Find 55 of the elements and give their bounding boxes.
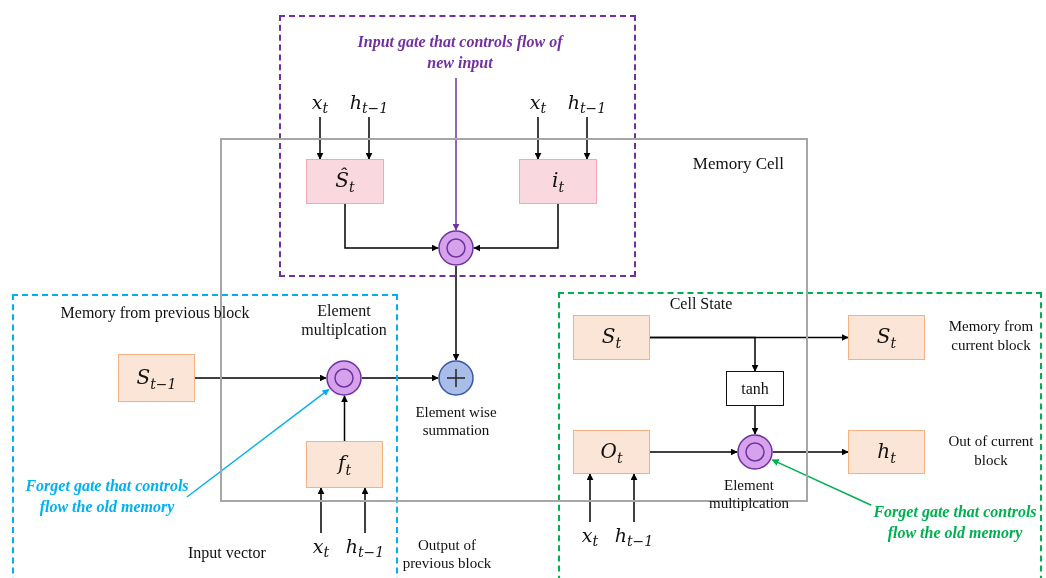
leader-arrow [452,77,460,231]
input-symbol: h$_{t−1}$ [347,89,391,117]
input-symbol: x$_{t}$ [306,533,336,561]
arrow [630,473,638,523]
arrow [473,203,559,252]
state-box: f$_{t}$ [306,441,383,488]
text-label: Input vector [188,543,267,563]
input-symbol: h$_{t−1}$ [612,522,656,550]
arrow [772,448,849,456]
arrow [361,374,439,382]
multiplication-operator [438,230,474,266]
annotation-text: Forget gate that controls flow the old memory [866,502,1044,568]
input-symbol: x$_{t}$ [305,89,335,117]
text-label: Memory from previous block [60,303,250,323]
gate-box: Ŝ$_{t}$ [306,159,384,204]
text-label: Output of previous block [401,536,493,572]
arrow [649,336,759,372]
node-caption: Out of current block [947,432,1035,470]
frame-title: Memory Cell [692,154,784,174]
arrow [361,487,369,534]
input-symbol: x$_{t}$ [575,522,605,550]
annotation-text: Forget gate that controls flow the old memory [22,476,192,546]
leader-arrow [186,388,330,498]
state-box: h$_{t}$ [848,430,925,474]
arrow [317,487,325,534]
input-symbol: h$_{t−1}$ [565,89,609,117]
input-symbol: x$_{t}$ [523,89,553,117]
state-box: S$_{t}$ [848,315,925,360]
arrow [194,374,327,382]
text-label: Element multiplcation [708,476,790,512]
text-label: Element multiplcation [300,301,388,340]
arrow [341,395,348,442]
text-label: Element wise summation [414,403,498,439]
arrow [649,448,738,456]
text-label: Cell State [668,294,734,314]
input-symbol: h$_{t−1}$ [343,533,387,561]
arrow [365,116,373,160]
arrow [452,265,460,361]
arrow [534,116,542,160]
activation-box: tanh [726,371,784,406]
gate-box: i$_{t}$ [519,159,597,204]
leader-arrow [771,459,873,507]
arrow [344,203,439,252]
arrow [751,405,759,435]
multiplication-operator [326,360,362,396]
arrow [586,473,594,523]
state-box: O$_{t}$ [573,430,650,474]
annotation-text: Input gate that controls flow of new input [345,32,575,78]
state-box: S$_{t−1}$ [118,354,195,402]
state-box: S$_{t}$ [573,315,650,360]
multiplication-operator [737,434,773,470]
summation-operator [438,360,474,396]
node-caption: Memory from current block [947,317,1035,355]
arrow [316,116,324,160]
arrow [583,116,591,160]
